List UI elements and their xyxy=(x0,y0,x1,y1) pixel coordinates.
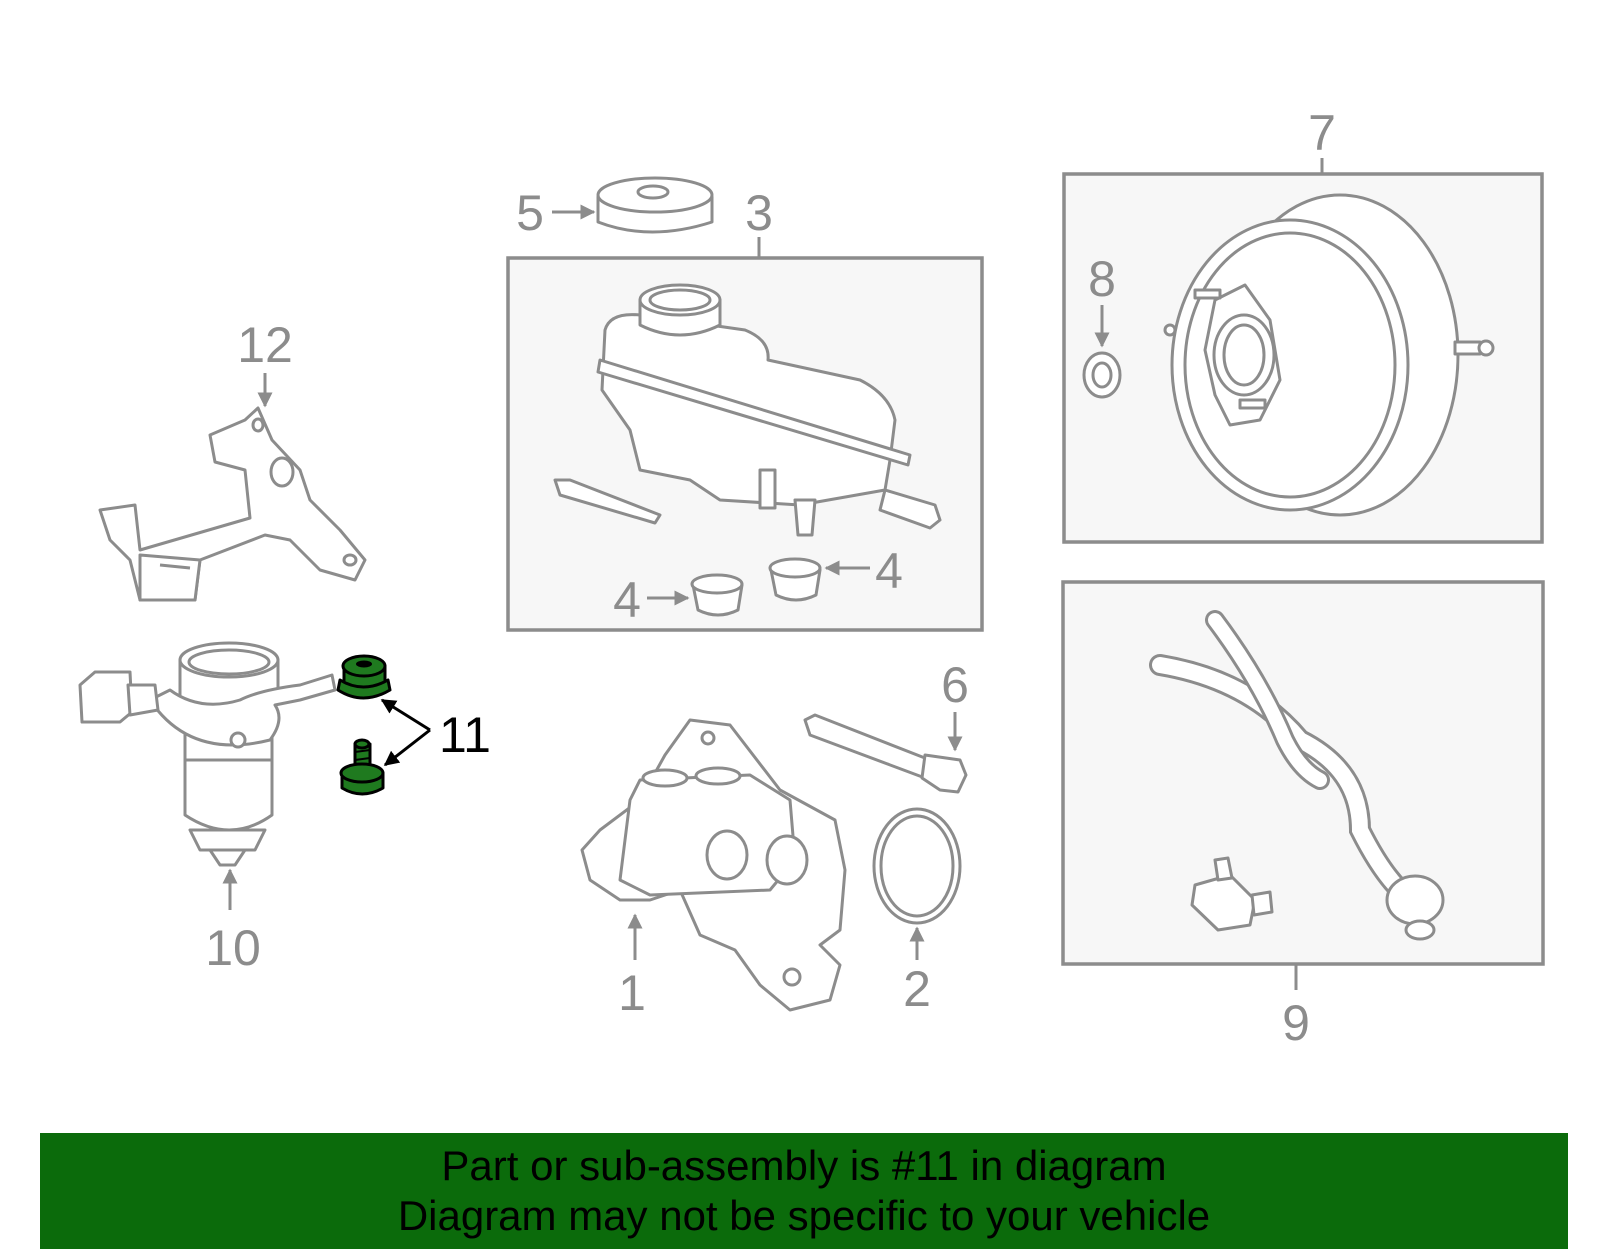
callout-2: 2 xyxy=(903,961,931,1017)
part-7-brake-booster[interactable] xyxy=(1163,193,1495,517)
part-2-o-ring[interactable] xyxy=(872,807,962,925)
banner-line-2: Diagram may not be specific to your vehi… xyxy=(397,1192,1211,1239)
part-9-vacuum-hose[interactable] xyxy=(1149,610,1445,941)
part-8-grommet[interactable] xyxy=(1082,351,1122,399)
callout-9: 9 xyxy=(1282,995,1310,1051)
part-4-seal-lower[interactable] xyxy=(690,573,744,617)
callout-12: 12 xyxy=(237,317,293,373)
callout-6: 6 xyxy=(941,657,969,713)
callout-1: 1 xyxy=(618,965,646,1021)
leader-11-grommet xyxy=(380,698,431,732)
callout-4-upper: 4 xyxy=(875,543,903,599)
leader-11-bolt xyxy=(383,728,431,767)
part-4-seal-upper[interactable] xyxy=(768,557,822,602)
part-3-reservoir[interactable] xyxy=(553,283,942,537)
callout-4-lower: 4 xyxy=(613,572,641,628)
part-10-vacuum-pump[interactable] xyxy=(78,641,337,867)
callout-3: 3 xyxy=(745,185,773,241)
banner-line-1: Part or sub-assembly is #11 in diagram xyxy=(441,1142,1167,1189)
part-6-level-sensor[interactable] xyxy=(803,713,968,794)
info-banner: Part or sub-assembly is #11 in diagram D… xyxy=(40,1133,1568,1249)
part-11-grommet[interactable] xyxy=(336,654,392,700)
callout-10: 10 xyxy=(205,920,261,976)
callout-11: 11 xyxy=(439,707,491,763)
part-12-bracket[interactable] xyxy=(98,406,367,602)
part-11-bolt[interactable] xyxy=(339,738,385,796)
part-5-reservoir-cap[interactable] xyxy=(596,176,714,234)
part-1-master-cylinder[interactable] xyxy=(580,718,847,1012)
callout-7: 7 xyxy=(1308,105,1336,161)
callout-8: 8 xyxy=(1088,251,1116,307)
callout-5: 5 xyxy=(516,185,544,241)
